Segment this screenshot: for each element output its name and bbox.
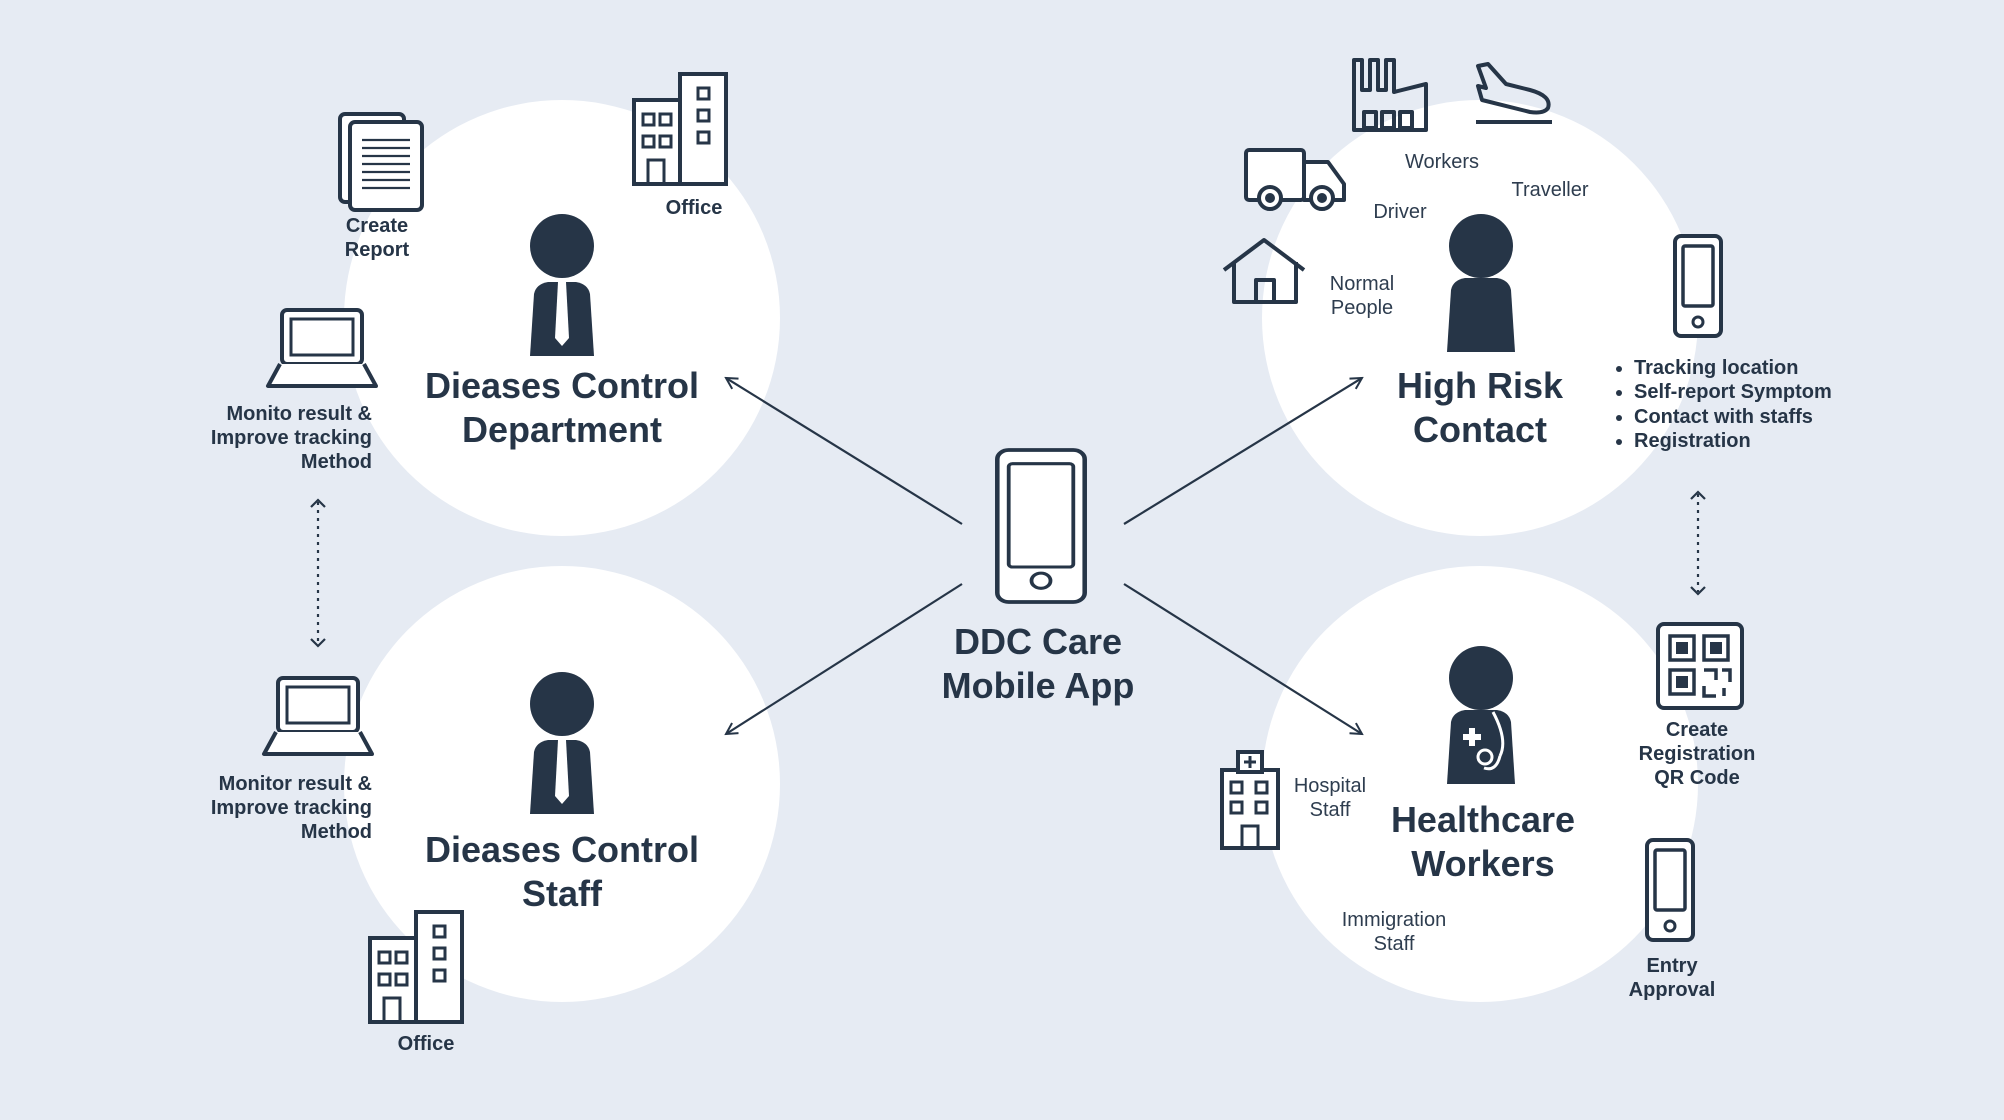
healthcare-title-line1: Healthcare [1390,799,1576,840]
center-title-line2: Mobile App [941,664,1135,706]
normal-people-label: Normal People [1316,272,1408,320]
department-monitor-line2: Improve tracking [210,427,372,449]
staff-title-line2: Staff [522,872,602,914]
entry-approval-line2: Approval [1628,979,1716,1001]
create-qr-line1: Create [1665,719,1729,741]
healthcare-title-line2: Workers [1411,842,1555,884]
high-risk-title-line1: High Risk [1396,365,1564,406]
immigration-staff-label: Immigration Staff [1326,908,1462,956]
create-qr-line2: Registration [1638,743,1756,765]
hospital-staff-line1: Hospital [1293,775,1367,797]
entry-approval-phone-icon [1645,838,1695,942]
healthcare-title: Healthcare Workers [1340,798,1626,886]
traveller-label: Traveller [1511,179,1589,201]
entry-approval-label: Entry Approval [1612,954,1732,1002]
hospital-staff-line2: Staff [1309,799,1351,821]
department-office-building-icon [632,72,728,186]
healthcare-worker-icon [1447,646,1515,784]
staff-title: Dieases Control Staff [402,828,722,916]
dotted-double-arrow-left [310,498,326,648]
dotted-double-arrow-right [1690,490,1706,596]
qr-code-icon [1656,622,1744,710]
immigration-staff-line1: Immigration [1341,909,1447,931]
staff-monitor-line2: Improve tracking [210,797,372,819]
airplane-icon [1476,62,1552,124]
department-title-line1: Dieases Control [424,365,700,406]
center-title: DDC Care Mobile App [900,620,1176,708]
create-qr-line3: QR Code [1654,767,1740,789]
high-risk-title-line2: Contact [1413,408,1547,450]
staff-monitor-label: Monitor result & Improve tracking Method [172,772,372,844]
feature-item: Registration [1634,429,1832,453]
staff-office-building-icon [368,910,464,1024]
mobile-app-phone-icon [995,448,1087,604]
feature-item: Tracking location [1634,356,1832,380]
house-icon [1222,238,1306,304]
normal-people-line1: Normal [1329,273,1395,295]
hospital-building-icon [1220,750,1280,850]
department-office-label: Office [665,197,723,219]
center-title-line1: DDC Care [953,621,1123,662]
department-laptop-icon [266,308,378,388]
create-report-label: Create Report [322,214,432,262]
truck-icon [1244,148,1346,211]
workers-label: Workers [1404,151,1480,173]
connector-arrows [726,378,1362,734]
staff-monitor-line3: Method [300,821,372,843]
feature-item: Contact with staffs [1634,405,1832,429]
staff-office-label: Office [397,1033,455,1055]
staff-laptop-icon [262,676,374,756]
create-report-line1: Create [345,215,409,237]
immigration-staff-line2: Staff [1373,933,1415,955]
department-title-line2: Department [461,408,663,450]
department-monitor-line3: Method [300,451,372,473]
create-qr-label: Create Registration QR Code [1622,718,1772,790]
driver-label: Driver [1373,201,1427,223]
high-risk-title: High Risk Contact [1340,364,1620,452]
hospital-staff-label: Hospital Staff [1282,774,1378,822]
factory-icon [1352,58,1428,132]
feature-item: Self-report Symptom [1634,380,1832,404]
entry-approval-line1: Entry [1646,955,1698,977]
staff-title-line1: Dieases Control [424,829,700,870]
normal-people-line2: People [1330,297,1394,319]
high-risk-phone-icon [1673,234,1723,338]
department-title: Dieases Control Department [402,364,722,452]
create-report-line2: Report [344,239,410,261]
department-monitor-label: Monito result & Improve tracking Method [172,402,372,474]
high-risk-person-icon [1447,214,1515,352]
report-documents-icon [338,112,424,212]
department-monitor-line1: Monito result & [226,403,372,425]
staff-monitor-line1: Monitor result & [218,773,372,795]
app-features-list: Tracking location Self-report Symptom Co… [1612,356,1832,454]
